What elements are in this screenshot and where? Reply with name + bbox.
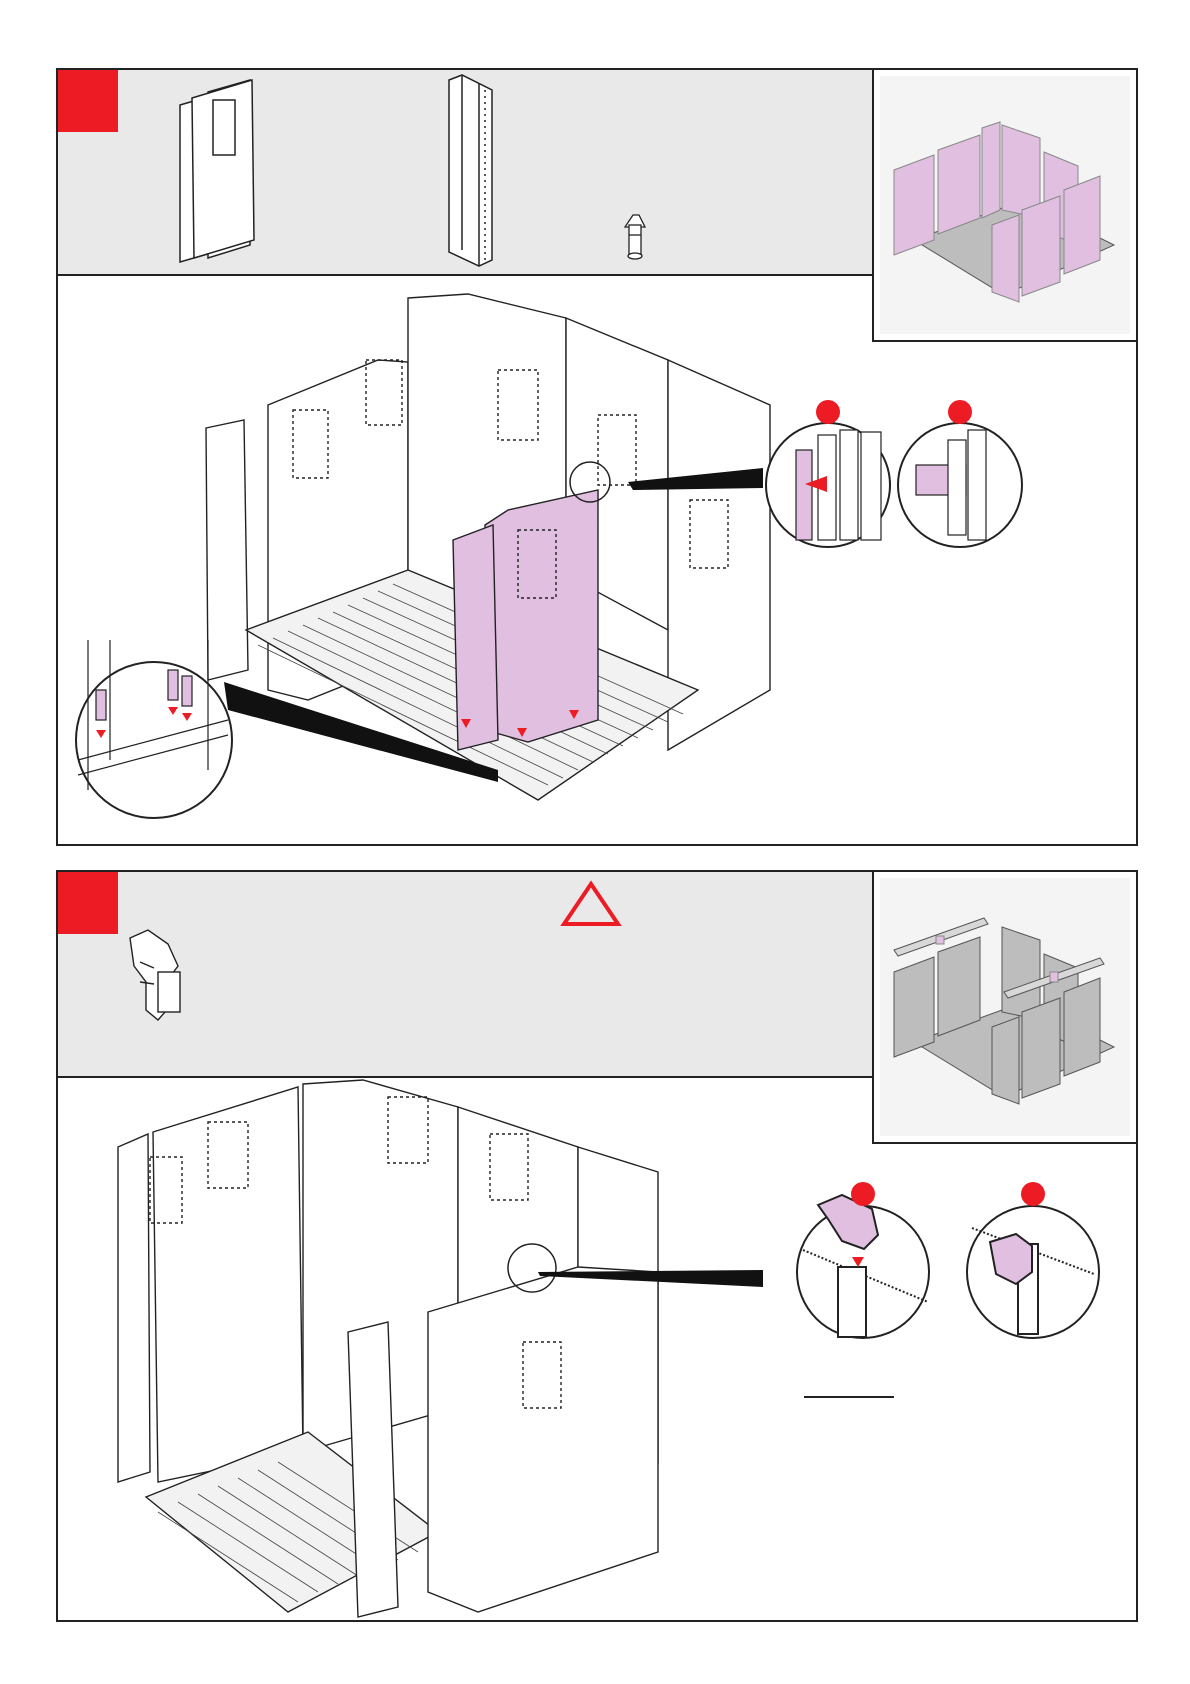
clip-locked-detail xyxy=(967,1182,1099,1338)
step-1-frame xyxy=(56,68,1138,846)
step-1-main-illustration xyxy=(58,70,1140,848)
step-2-main-illustration xyxy=(58,872,1140,1624)
panel-locked-detail xyxy=(898,400,1022,547)
detail-underline xyxy=(804,1396,894,1398)
step-2-frame xyxy=(56,870,1138,1622)
panel-slide-detail xyxy=(766,400,890,547)
clip-insert-detail xyxy=(797,1182,929,1338)
shed-assembly xyxy=(118,1080,658,1617)
